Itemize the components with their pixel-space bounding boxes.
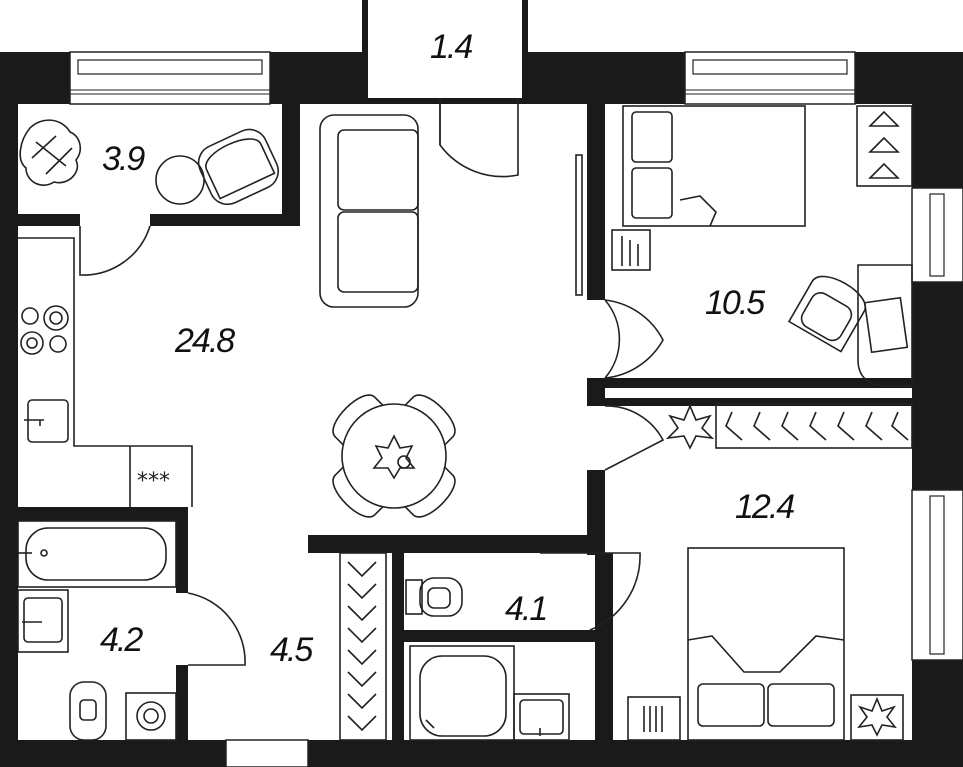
room-area-loggia: 3.9 [102,140,145,178]
side-table [155,155,205,205]
kitchen-counter [18,237,193,507]
armchair-icon [787,275,867,353]
sink-icon [513,693,570,741]
washing-machine-icon [125,692,177,741]
hanger-rack [856,105,913,187]
radiator-icon [611,229,651,271]
room-area-living: 24.8 [174,322,235,360]
room-area-bedroom-1: 10.5 [705,284,765,322]
plant-icon [19,119,82,186]
toilet-icon [69,681,107,741]
radiator-icon [627,696,681,741]
plant-icon [850,694,904,741]
toilet-icon [405,577,463,617]
dining-table-icon [332,394,456,518]
shower-icon [409,645,515,741]
bed-icon [687,547,845,741]
bathtub-icon [17,520,177,588]
stove-icon [20,305,69,355]
plant-icon [665,403,715,450]
hanger-rack [339,552,387,741]
room-area-bedroom-2: 12.4 [735,488,794,526]
sink-icon [17,589,69,653]
room-area-bathroom: 4.2 [100,621,143,659]
room-area-hallway: 4.5 [270,631,313,669]
armchair-icon [197,128,280,206]
room-area-balcony: 1.4 [430,28,472,66]
bed-icon [622,105,806,227]
sofa-icon [319,114,419,308]
stove-panel-marks: *** [137,469,170,494]
windows [69,51,963,767]
doors [79,98,665,666]
tv-stand [575,154,583,296]
sink-icon [24,399,69,443]
room-area-toilet: 4.1 [505,590,546,628]
wardrobe [715,403,913,449]
desk-icon [857,264,913,387]
